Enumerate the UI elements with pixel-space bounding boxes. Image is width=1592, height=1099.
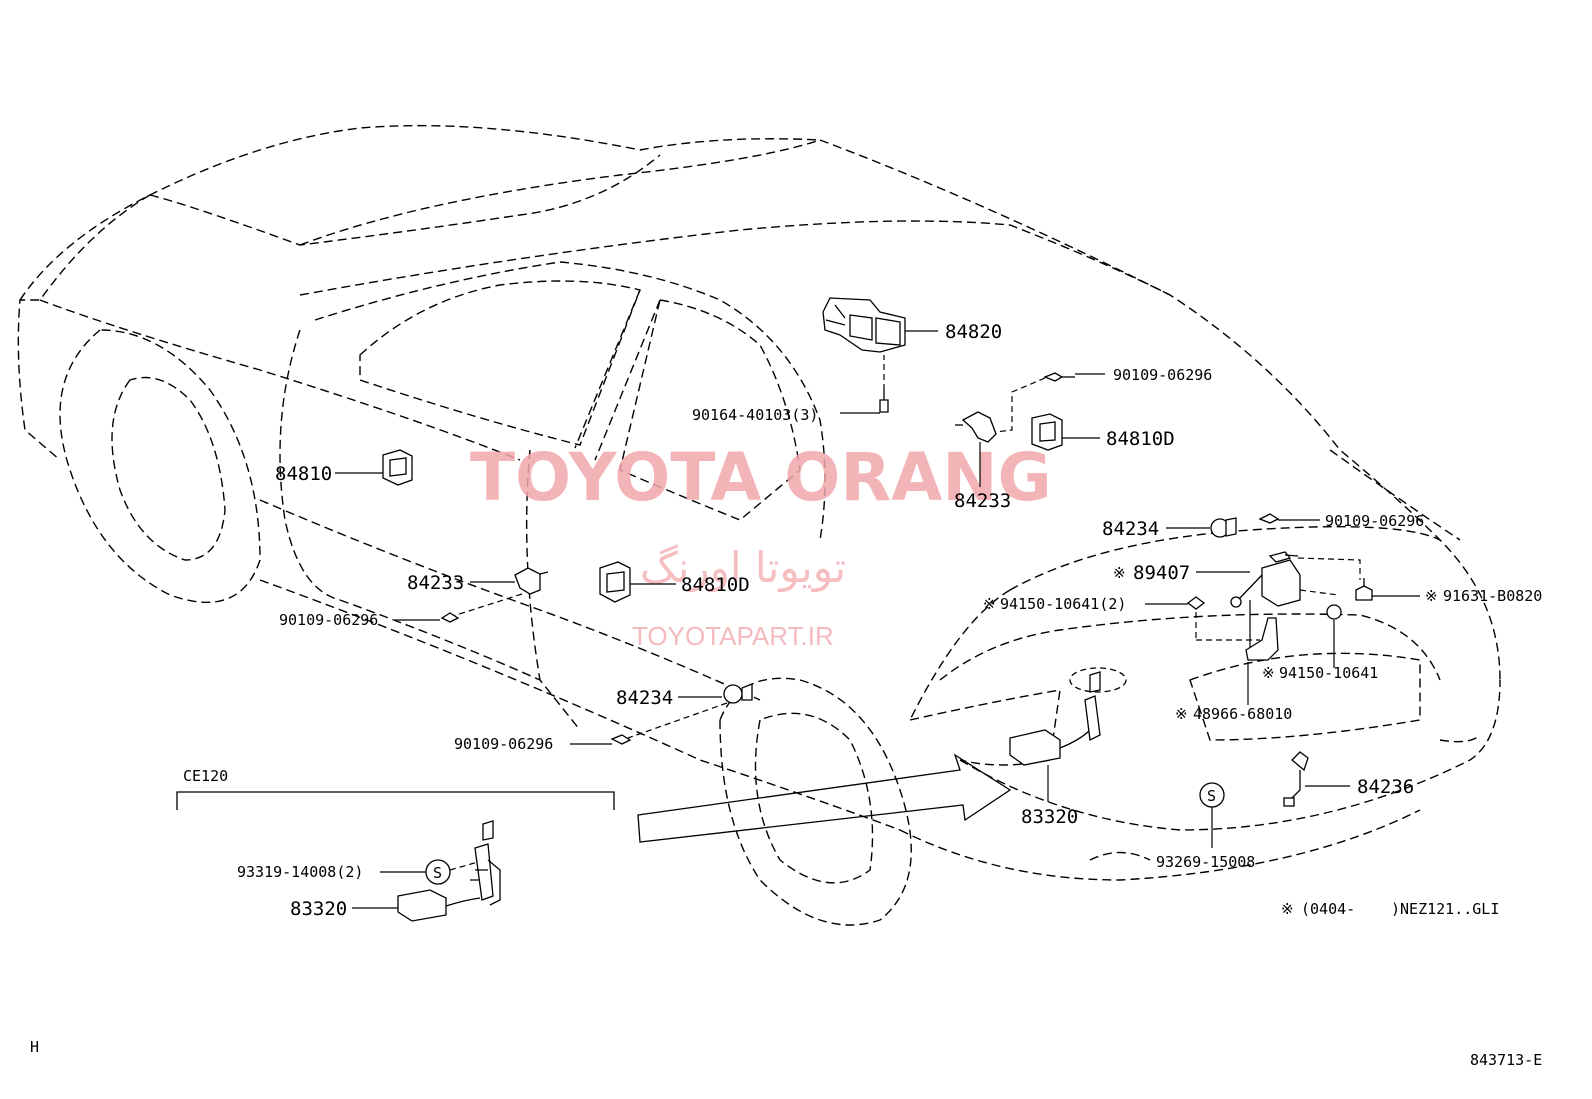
bolt-icon [610, 734, 632, 745]
part-labels: 84820 90164-40103(3) 90109-06296 84810D … [275, 321, 1542, 871]
svg-text:S: S [1207, 787, 1216, 805]
speed-sensor-icon [514, 567, 549, 595]
part-number: 48966-68010 [1193, 705, 1292, 723]
ref-mark: ※ [1175, 705, 1188, 723]
watermark-site: TOYOTAPART.IR [632, 621, 834, 651]
footnote-mark: ※ [1281, 900, 1294, 918]
part-number: 84810 [275, 463, 332, 485]
part-number: 84233 [954, 490, 1011, 512]
sensor-harness-icon [1283, 751, 1309, 807]
part-number: 84236 [1357, 776, 1414, 798]
footnote: ※ (0404- )NEZ121..GLI [1281, 900, 1499, 918]
part-number: 94150-10641 [1279, 664, 1378, 682]
part-number: 83320 [1021, 806, 1078, 828]
bolt-icon [1043, 372, 1075, 382]
part-number: 90109-06296 [454, 735, 553, 753]
diagram-id: 843713-E [1470, 1051, 1542, 1069]
part-number: 84234 [1102, 518, 1159, 540]
speed-sensor-icon [955, 411, 997, 443]
bolt-icon [440, 612, 460, 623]
part-number: 94150-10641(2) [1000, 595, 1126, 613]
part-number: 84810D [1106, 428, 1175, 450]
corner-letter: H [30, 1038, 39, 1056]
footnote-models: )NEZ121..GLI [1391, 900, 1499, 918]
bolt-icon [1258, 513, 1280, 524]
part-number: 83320 [290, 898, 347, 920]
wheel-sensor-icon [1210, 517, 1237, 538]
part-number: 89407 [1133, 562, 1190, 584]
part-number: 90109-06296 [1325, 512, 1424, 530]
trunk-arrow [637, 753, 1012, 843]
trunk-sensor-icon [1009, 667, 1127, 766]
bolt-icon [1355, 578, 1373, 601]
screw-icon [879, 390, 889, 413]
part-number: 84234 [616, 687, 673, 709]
inset-ce120: CE120 S 93319-14008(2) 83320 [176, 767, 615, 922]
wheel-sensor-icon [723, 683, 753, 704]
car-body-outline [17, 124, 1501, 926]
height-sensor-icon [1230, 551, 1301, 608]
window-switch-icon [382, 449, 413, 486]
ref-mark: ※ [1425, 587, 1438, 605]
ref-mark: ※ [1113, 564, 1126, 582]
window-switch-icon [1031, 413, 1063, 451]
watermark-brand: TOYOTA ORANG [470, 439, 1052, 516]
ref-mark: ※ [983, 595, 996, 613]
inset-label: CE120 [183, 767, 228, 785]
s-marker-icon: S [1199, 782, 1225, 808]
part-number: 90109-06296 [1113, 366, 1212, 384]
nut-icon [1186, 596, 1206, 610]
ref-mark: ※ [1262, 664, 1275, 682]
bracket-icon [1245, 617, 1279, 661]
footnote-date: (0404- [1301, 900, 1355, 918]
part-number: 93319-14008(2) [237, 863, 363, 881]
part-number: 93269-15008 [1156, 853, 1255, 871]
part-number: 90164-40103(3) [692, 406, 818, 424]
part-number: 84233 [407, 572, 464, 594]
window-switch-icon [599, 561, 631, 603]
part-number: 84820 [945, 321, 1002, 343]
part-number: 90109-06296 [279, 611, 378, 629]
nut-icon [1326, 604, 1342, 620]
part-number: 84810D [681, 574, 750, 596]
watermark: TOYOTA ORANG تویوتا اورنگ TOYOTAPART.IR [470, 439, 1052, 651]
s-marker: S [433, 864, 442, 882]
power-window-master-switch-icon [822, 297, 906, 353]
part-number: 91631-B0820 [1443, 587, 1542, 605]
